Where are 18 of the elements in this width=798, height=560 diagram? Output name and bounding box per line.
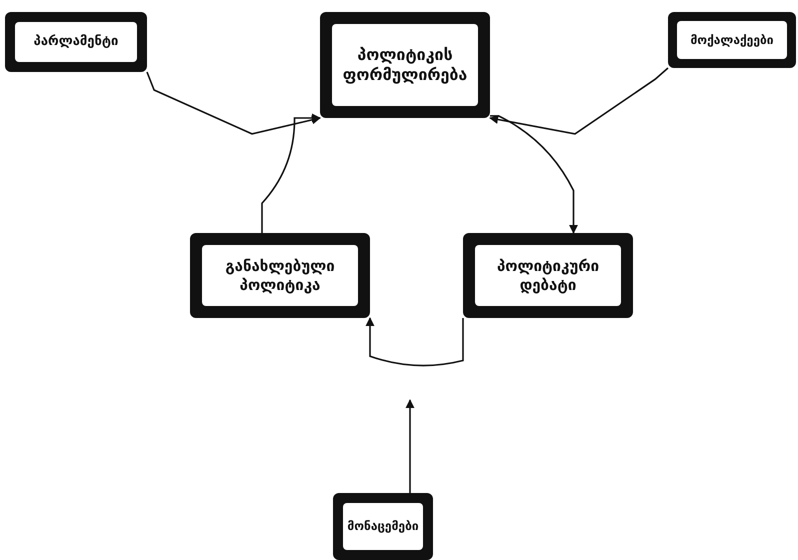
box-label: განახლებული პოლიტიკა — [224, 256, 336, 294]
arrow — [490, 115, 578, 234]
box-label: მოქალაქეები — [690, 32, 774, 48]
box-label: მონაცემები — [347, 519, 419, 534]
process-box — [333, 493, 433, 560]
process-box — [190, 233, 370, 318]
box-label: პოლიტიკის ფორმულირება — [342, 45, 468, 85]
arrow — [366, 317, 464, 366]
arrow — [406, 399, 414, 493]
process-box — [5, 12, 147, 72]
process-box — [668, 12, 796, 68]
arrow — [146, 72, 321, 135]
box-label: პარლამენტი — [34, 34, 118, 50]
box-label: პოლიტიკური დებატი — [496, 256, 600, 294]
process-box — [463, 233, 633, 318]
arrow — [489, 67, 669, 135]
arrow — [261, 114, 321, 233]
process-box — [320, 12, 490, 118]
